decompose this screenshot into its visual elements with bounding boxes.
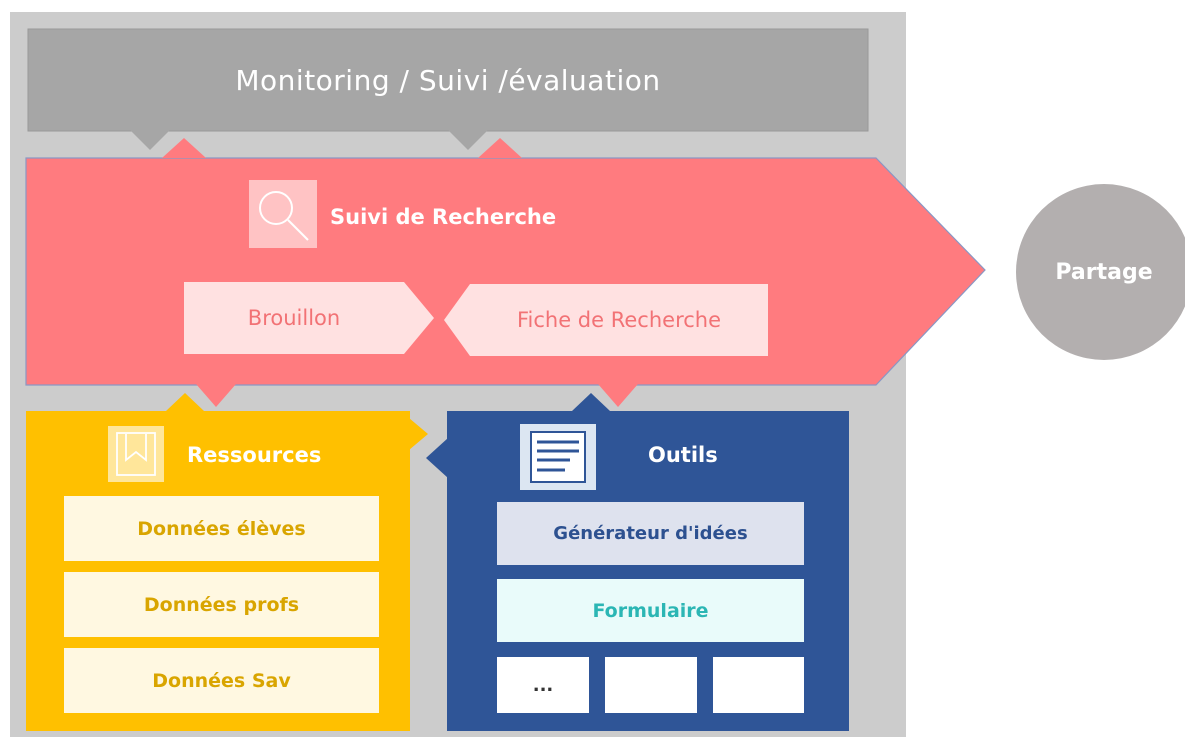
fiche-box bbox=[444, 284, 768, 356]
outils-item-formulaire: Formulaire bbox=[592, 599, 709, 622]
search-icon bbox=[249, 180, 317, 248]
monitoring-title: Monitoring / Suivi /évaluation bbox=[235, 63, 661, 97]
brouillon-label: Brouillon bbox=[247, 306, 341, 330]
res-item-eleves: Données élèves bbox=[137, 517, 306, 540]
res-item-profs: Données profs bbox=[143, 593, 300, 616]
outils-slot-box bbox=[605, 657, 697, 713]
document-icon bbox=[520, 424, 596, 490]
suivi-recherche-arrow bbox=[25, 138, 986, 407]
ressources-title: Ressources bbox=[187, 443, 322, 467]
outils-more: ... bbox=[532, 674, 554, 696]
bookmark-icon bbox=[108, 426, 164, 482]
outils-title: Outils bbox=[648, 443, 718, 467]
res-item-box bbox=[64, 572, 379, 637]
res-item-sav: Données Sav bbox=[152, 669, 291, 692]
partage-circle bbox=[1016, 184, 1185, 360]
outils-item-generateur: Générateur d'idées bbox=[553, 523, 748, 544]
outils-item-box bbox=[497, 502, 804, 565]
res-item-box bbox=[64, 648, 379, 713]
brouillon-box bbox=[184, 282, 434, 354]
fiche-label: Fiche de Recherche bbox=[516, 308, 722, 332]
outils-item-box bbox=[497, 579, 804, 642]
res-item-box bbox=[64, 496, 379, 561]
outils-slot-box bbox=[713, 657, 804, 713]
monitoring-bar bbox=[27, 28, 869, 150]
partage-label: Partage bbox=[1055, 260, 1153, 285]
outils-slot-box bbox=[497, 657, 589, 713]
suivi-title: Suivi de Recherche bbox=[330, 205, 557, 229]
